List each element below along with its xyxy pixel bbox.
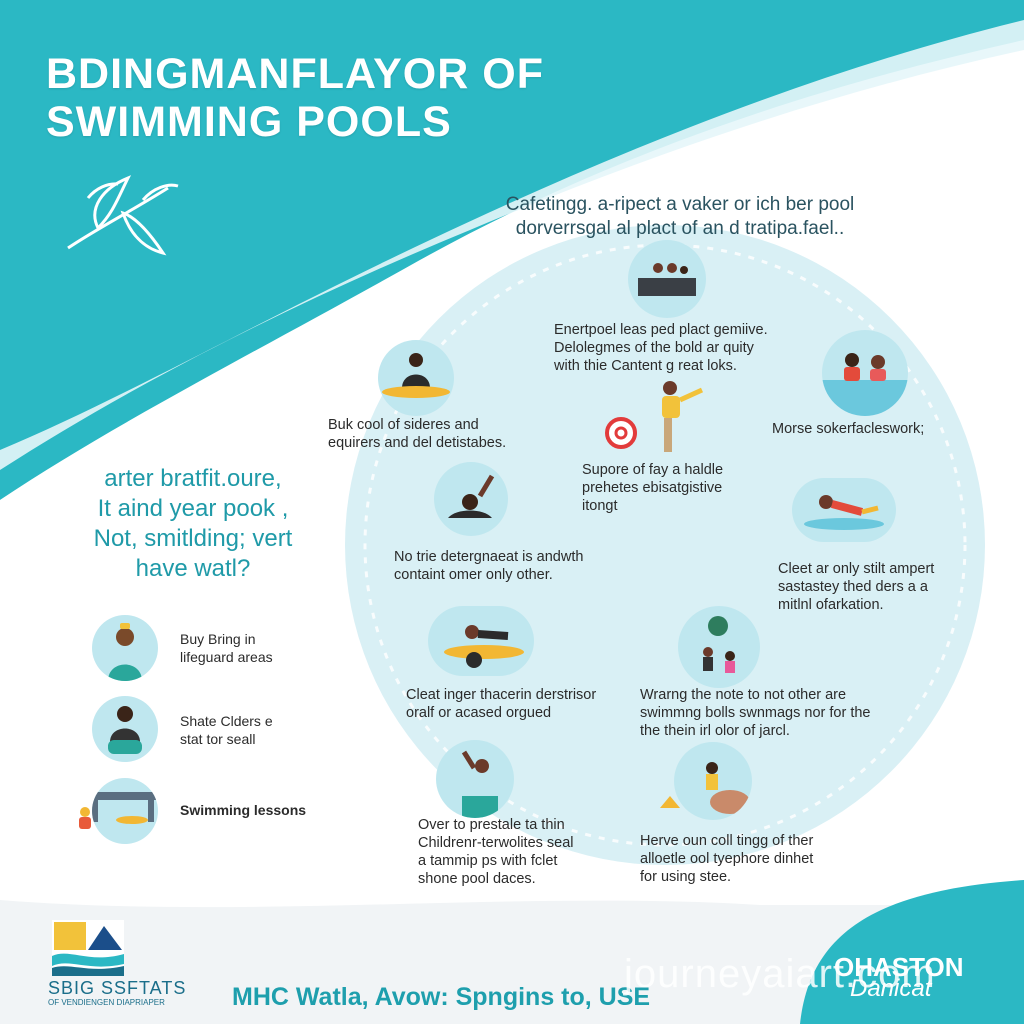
pool-float-icon <box>660 796 680 808</box>
list-item-children: Shate Clders e stat tor seall <box>180 713 273 747</box>
swimmer-on-float-icon <box>378 340 454 416</box>
item-right-upper: Morse sokerfacleswork; <box>772 421 925 437</box>
list-item-lifeguard: Buy Bring in lifeguard areas <box>180 631 273 665</box>
list-item-lessons: Swimming lessons <box>180 802 307 818</box>
no-entry-sign-icon <box>605 417 637 449</box>
question-text: arter bratfit.oure, It aind year pook , … <box>93 465 293 582</box>
swimmer-waving-icon <box>434 462 508 536</box>
item-left-lower: Cleat inger thacerin derstrisor oralf or… <box>406 687 597 721</box>
item-right-lower: Wrarng the note to not other are swimmng… <box>640 687 871 739</box>
child-sitting-icon <box>92 696 158 762</box>
title-line-2: SWIMMING POOLS <box>46 98 452 146</box>
pool-shelter-icon <box>92 778 158 844</box>
leaf-sprig-icon <box>67 175 179 256</box>
footer-slogan: MHC Watla, Avow: Spngins to, USE <box>232 983 651 1011</box>
intro-text: Cafetingg. a-ripect a vaker or ich ber p… <box>505 194 855 239</box>
child-at-poolside-icon <box>674 742 752 820</box>
item-bottom-right: Herve oun coll tingg of ther alloetle oo… <box>640 833 814 885</box>
item-bottom-left: Over to prestale ta thin Childrenr-terwo… <box>418 817 574 887</box>
poolside-family-icon <box>678 606 760 688</box>
item-left-upper: Buk cool of sideres and equirers and del… <box>328 417 507 451</box>
item-left-mid: No trie detergnaeat is andwth containt o… <box>394 549 584 583</box>
child-figure-icon <box>79 807 91 829</box>
title-line-1: BDINGMANFLAYOR OF <box>46 50 544 98</box>
item-right-mid: Cleet ar only stilt ampert sastastey the… <box>778 561 935 613</box>
lifeguard-pointing-icon <box>662 381 704 452</box>
diving-swimmer-icon <box>792 478 896 542</box>
watermark: journeyaiart.com <box>624 952 936 996</box>
swimmer-on-board-icon <box>428 606 534 676</box>
item-top: Enertpoel leas ped plact gemiive. Delole… <box>554 322 768 374</box>
item-center: Supore of fay a haldle prehetes ebisatgi… <box>582 462 724 514</box>
corner-brand: OHASTON <box>834 952 964 982</box>
pool-ledge-icon <box>628 240 706 318</box>
page-title: BDINGMANFLAYOR OF SWIMMING POOLS <box>46 50 646 146</box>
organization-name: SBIG SSFTATS <box>48 978 187 998</box>
organization-subtitle: OF VENDIENGEN DIAPRIAPER <box>48 998 165 1007</box>
swimmer-raising-arm-icon <box>436 740 514 818</box>
corner-brand-script: Danicat <box>850 975 932 1002</box>
lifeguard-icon <box>92 615 158 681</box>
two-swimmers-icon <box>822 330 908 416</box>
organization-logo-icon <box>52 920 124 976</box>
